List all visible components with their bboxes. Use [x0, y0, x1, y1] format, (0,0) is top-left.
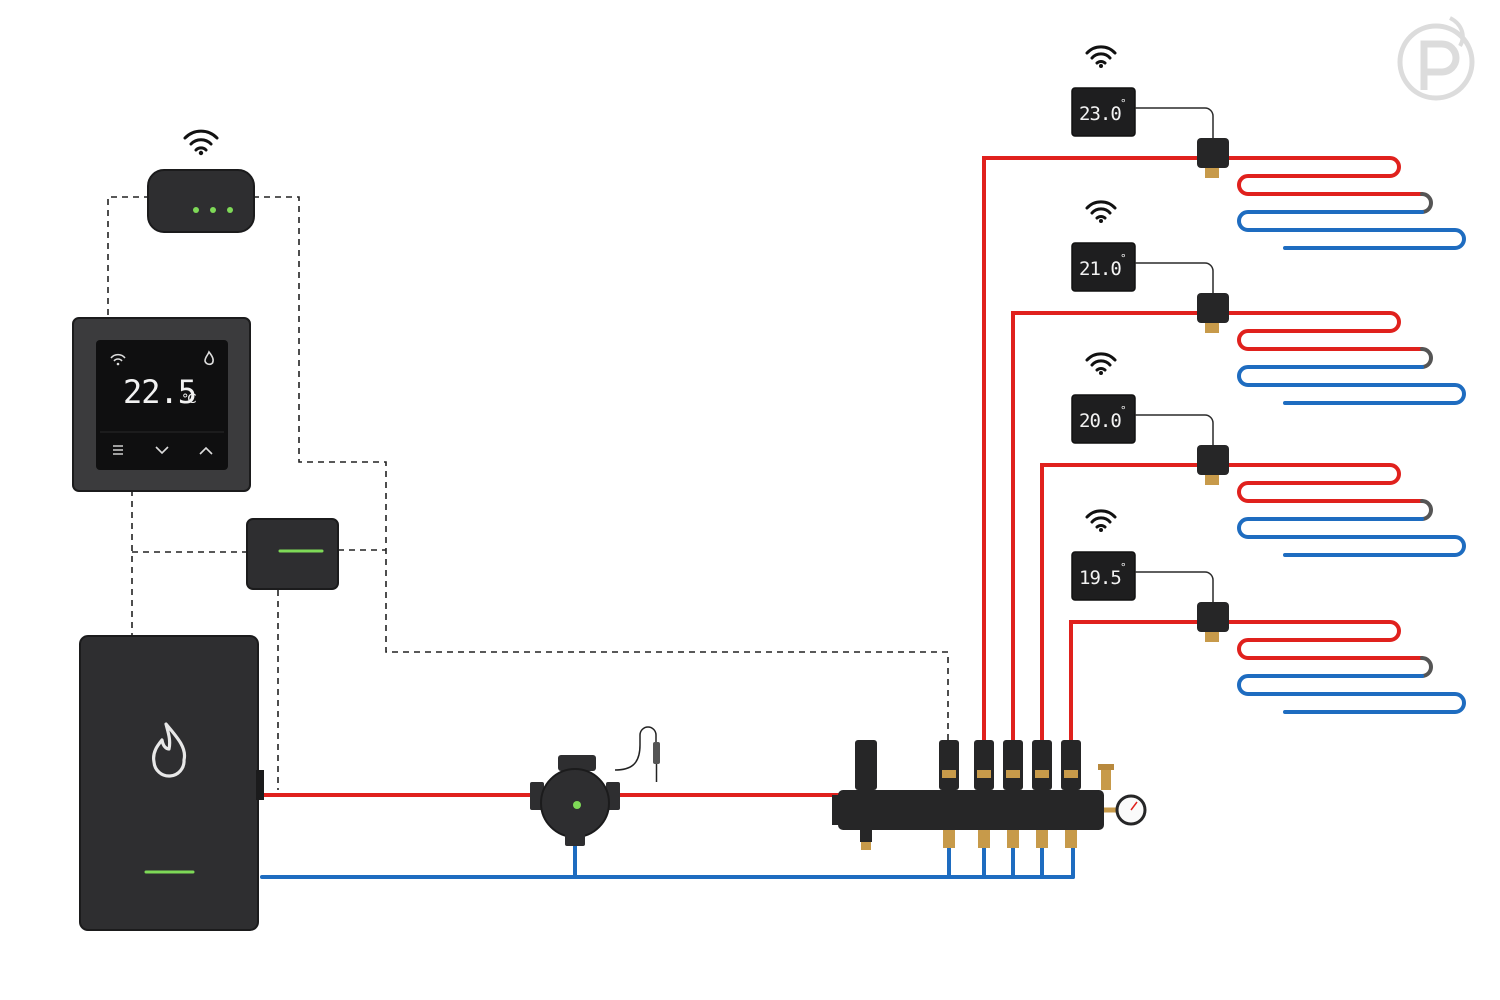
- supply-risers: [982, 156, 1200, 740]
- zone-temperature: 23.0: [1079, 103, 1121, 125]
- chevron-down-icon: [155, 446, 169, 455]
- floor-loop: [1223, 463, 1466, 557]
- wifi-icon: [1085, 200, 1117, 223]
- brand-logo-icon: [1397, 16, 1475, 101]
- status-led: [573, 801, 581, 809]
- status-leds: [193, 207, 233, 213]
- wifi-gateway: [147, 129, 255, 233]
- flame-icon: [204, 350, 214, 366]
- circulation-pump: [530, 726, 660, 846]
- floor-loop: [1223, 620, 1466, 714]
- zone-temperature: 21.0: [1079, 258, 1121, 280]
- wifi-icon: [183, 129, 219, 156]
- degree-symbol: °: [1120, 561, 1127, 574]
- control-wiring: [107, 196, 949, 790]
- floor-loop: [1223, 311, 1466, 405]
- degree-symbol: °: [1120, 252, 1127, 265]
- supply-riser: [982, 156, 1200, 740]
- wifi-icon: [1085, 352, 1117, 375]
- valve-actuator: [1197, 293, 1229, 333]
- chevron-up-icon: [199, 446, 213, 455]
- degree-symbol: °: [1120, 97, 1127, 110]
- supply-riser: [1040, 463, 1200, 740]
- zone-temperature: 19.5: [1079, 567, 1121, 589]
- main-thermostat-temperature: 22.5: [123, 373, 196, 411]
- valve-actuator: [1197, 138, 1229, 178]
- valve-actuator: [1197, 445, 1229, 485]
- zone-thermostats: 23.0°21.0°20.0°19.5°: [1071, 45, 1229, 642]
- receiver-module: [246, 518, 339, 590]
- supply-riser: [1011, 311, 1200, 740]
- menu-icon: [113, 445, 123, 455]
- boiler: [79, 635, 264, 931]
- main-thermostat-unit: ℃: [182, 392, 197, 407]
- wifi-icon: [1085, 45, 1117, 68]
- status-led: [227, 207, 233, 213]
- floor-loop: [1223, 156, 1466, 250]
- zone-thermostat: 21.0°: [1071, 200, 1229, 333]
- zone-thermostat: 23.0°: [1071, 45, 1229, 178]
- supply-riser: [1069, 620, 1200, 740]
- manifold: [832, 740, 1147, 850]
- zone-temperature: 20.0: [1079, 410, 1121, 432]
- status-led: [193, 207, 199, 213]
- manifold-ports: [939, 740, 1081, 848]
- wifi-icon: [1085, 509, 1117, 532]
- pump-sensor-cable: [614, 726, 657, 771]
- main-piping: [260, 793, 1075, 879]
- valve-actuator: [1197, 602, 1229, 642]
- status-led: [210, 207, 216, 213]
- pressure-gauge: [1115, 794, 1147, 826]
- degree-symbol: °: [1120, 404, 1127, 417]
- floor-heating-loops: [1223, 156, 1466, 714]
- zone-thermostat: 19.5°: [1071, 509, 1229, 642]
- wifi-icon: [110, 353, 126, 366]
- flame-icon: [152, 722, 187, 778]
- main-thermostat: 22.5 ℃: [72, 317, 251, 492]
- zone-thermostat: 20.0°: [1071, 352, 1229, 485]
